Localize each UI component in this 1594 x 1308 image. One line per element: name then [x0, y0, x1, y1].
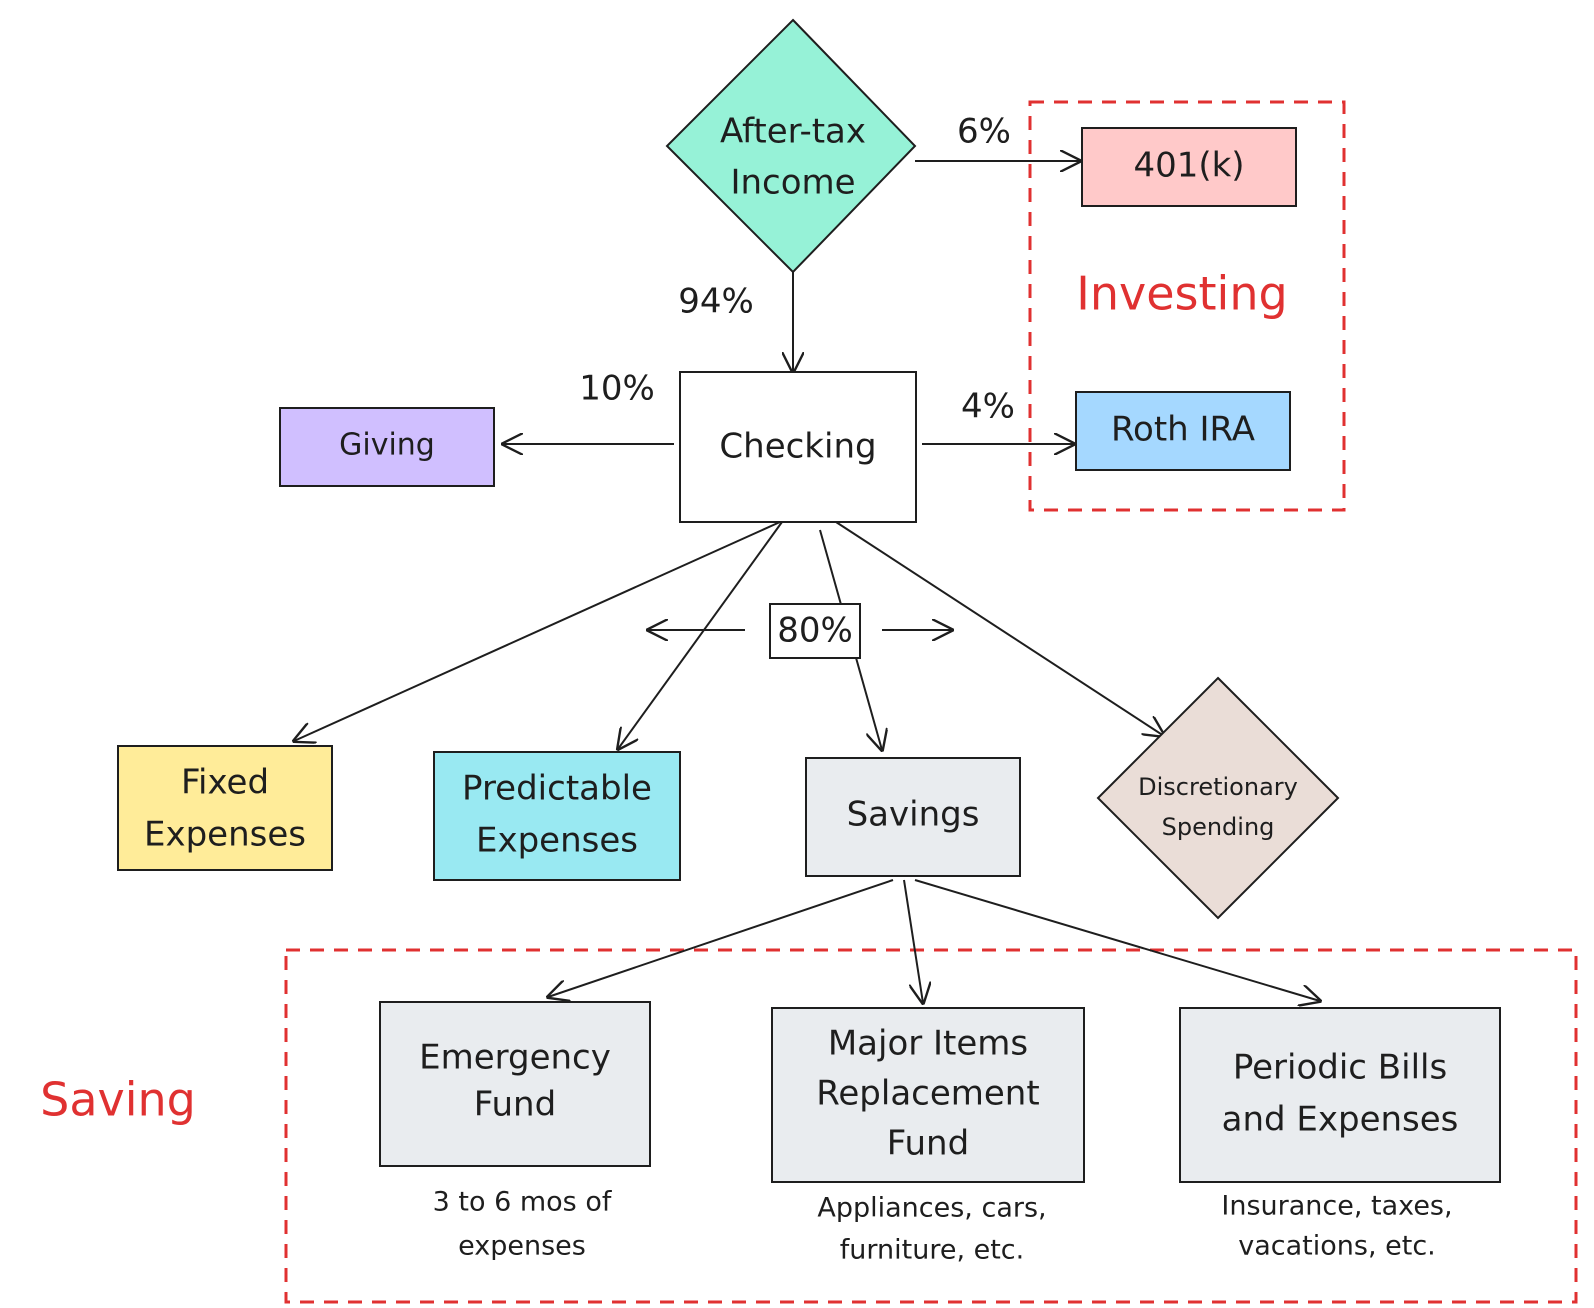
edge-label-giving-percent: 10% [579, 369, 655, 409]
savings-label: Savings [847, 795, 980, 835]
emergency-note-line1: 3 to 6 mos of [433, 1187, 613, 1218]
401k-node [1081, 127, 1297, 207]
discretionary-spending-line1: Discretionary [1138, 773, 1298, 801]
edge-savings-to-major [903, 879, 923, 1003]
emergency-note-line2: expenses [458, 1231, 586, 1262]
fixed-expenses-line2: Expenses [144, 815, 306, 855]
discretionary-spending-line2: Spending [1162, 813, 1275, 841]
predictable-expenses-line2: Expenses [476, 821, 638, 861]
401k-label: 401(k) [1133, 146, 1244, 186]
roth-ira-label: Roth IRA [1111, 410, 1255, 450]
giving-node [279, 407, 495, 487]
predictable-expenses-line1: Predictable [462, 769, 652, 809]
edge-checking-to-fixed [294, 521, 781, 741]
major-note-line1: Appliances, cars, [817, 1193, 1046, 1224]
edge-label-roth-percent: 4% [961, 387, 1015, 427]
roth-ira-node [1075, 391, 1291, 471]
periodic-bills-line2: and Expenses [1222, 1100, 1459, 1140]
fixed-expenses-node [117, 745, 333, 871]
emergency-fund-line2: Fund [474, 1085, 556, 1125]
periodic-note-line2: vacations, etc. [1238, 1231, 1436, 1262]
major-items-fund-line3: Fund [887, 1124, 969, 1164]
edge-savings-to-periodic [914, 879, 1320, 1001]
checking-node [679, 371, 917, 523]
periodic-bills-line1: Periodic Bills [1233, 1048, 1447, 1088]
savings-node [805, 757, 1021, 877]
predictable-expenses-node [433, 751, 681, 881]
saving-group-region [284, 948, 1578, 1304]
after-tax-income-line2: Income [730, 163, 855, 203]
edge-checking-to-discretionary [835, 521, 1164, 736]
emergency-fund-line1: Emergency [419, 1038, 611, 1078]
spending-percent-label: 80% [777, 611, 853, 651]
after-tax-income-line1: After-tax [720, 112, 866, 152]
spending-percent-box [769, 603, 861, 659]
edge-label-checking-percent: 94% [678, 282, 754, 322]
saving-group-label: Saving [40, 1073, 196, 1127]
periodic-bills-node [1179, 1007, 1501, 1183]
investing-group-region [1028, 100, 1346, 512]
major-items-fund-node [771, 1007, 1085, 1183]
emergency-fund-node [379, 1001, 651, 1167]
discretionary-spending-node [1096, 676, 1340, 920]
checking-label: Checking [719, 427, 876, 467]
fixed-expenses-line1: Fixed [181, 763, 269, 803]
major-items-fund-line2: Replacement [816, 1074, 1039, 1114]
major-note-line2: furniture, etc. [840, 1235, 1024, 1266]
after-tax-income-node [665, 18, 917, 274]
edge-checking-to-predictable [618, 521, 783, 749]
edge-label-401k-percent: 6% [957, 112, 1011, 152]
investing-group-label: Investing [1076, 267, 1287, 321]
periodic-note-line1: Insurance, taxes, [1221, 1191, 1452, 1222]
major-items-fund-line1: Major Items [828, 1024, 1028, 1064]
edge-savings-to-emergency [548, 879, 894, 997]
giving-label: Giving [339, 428, 435, 463]
